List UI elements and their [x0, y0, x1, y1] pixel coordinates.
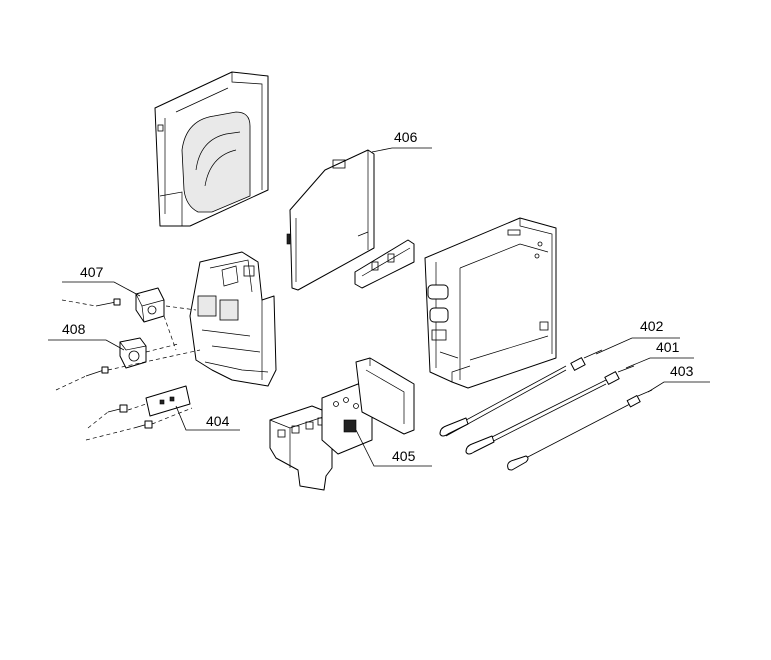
- callout-label-402: 402: [640, 318, 664, 334]
- terminal-block-408: [119, 337, 147, 369]
- callout-406: 406: [371, 129, 432, 153]
- callout-404: 404: [175, 405, 240, 431]
- pcb-board-406: [286, 149, 415, 291]
- screws: [85, 298, 153, 429]
- callout-label-403: 403: [670, 363, 694, 379]
- control-housing: [424, 217, 557, 389]
- assembly-lines: [55, 299, 201, 441]
- callout-401: 401: [625, 339, 694, 369]
- terminal-block-407: [135, 287, 165, 323]
- callout-402: 402: [595, 318, 680, 355]
- callout-label-404: 404: [206, 413, 230, 429]
- callout-408: 408: [48, 321, 125, 351]
- callout-405: 405: [355, 429, 432, 467]
- sensor-402: [439, 349, 603, 437]
- callout-407: 407: [62, 264, 141, 297]
- callout-label-407: 407: [80, 264, 104, 280]
- callout-label-405: 405: [392, 448, 416, 464]
- callout-label-401: 401: [656, 339, 680, 355]
- mounting-plate-404: [145, 385, 191, 417]
- callout-403: 403: [647, 363, 710, 393]
- sensor-403: [507, 389, 653, 471]
- front-board: [269, 405, 333, 491]
- cover-panel: [154, 71, 269, 227]
- main-frame: [189, 251, 277, 387]
- pcb-405: [321, 357, 415, 455]
- callout-label-406: 406: [394, 129, 418, 145]
- sensor-401: [465, 365, 635, 455]
- callout-label-408: 408: [62, 321, 86, 337]
